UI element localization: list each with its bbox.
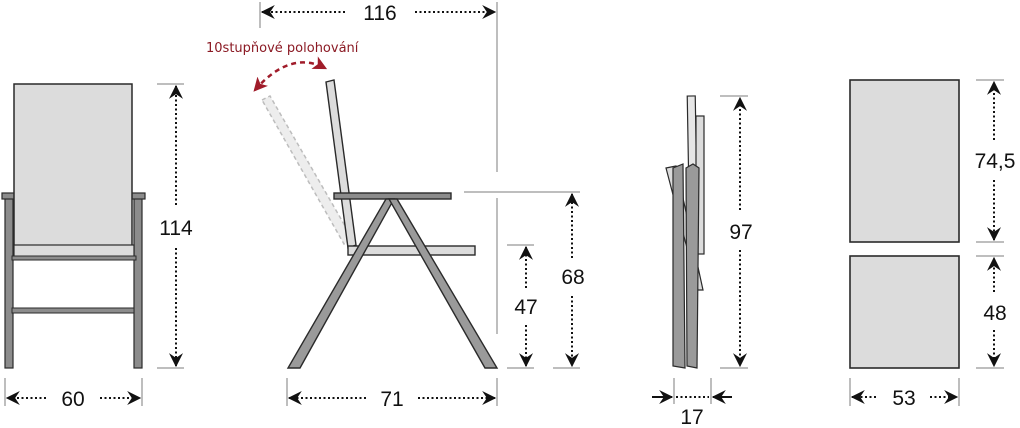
recline-indicator: 10stupňové polohování [206,41,359,92]
folded-view-chair [665,95,705,369]
recline-note: 10stupňové polohování [206,41,359,56]
cushion-width-dimension: 53 [849,378,960,410]
base-depth-label: 71 [380,388,403,411]
seat-height-dimension: 47 [507,244,538,369]
front-height-dimension: 114 [157,83,193,369]
side-depth-label: 116 [363,2,396,25]
back-cushion-height-label: 74,5 [975,150,1016,173]
folded-height-dimension: 97 [720,95,753,369]
front-width-dimension: 60 [4,378,143,411]
front-width-label: 60 [61,388,84,411]
armrest-height-dimension: 68 [464,191,585,369]
back-cushion [849,79,960,243]
cushion-view [849,79,960,369]
side-depth-dimension: 116 [259,2,498,172]
cushion-width-label: 53 [892,387,915,410]
seat-cushion-height-label: 48 [983,302,1006,325]
front-view-chair [1,83,146,369]
front-height-label: 114 [159,217,193,240]
back-cushion-height-dimension: 74,5 [975,79,1016,243]
side-view-chair [260,79,499,369]
seat-cushion-height-dimension: 48 [976,255,1007,369]
seat-cushion [849,255,960,369]
armrest-height-label: 68 [561,266,584,289]
folded-thickness-label: 17 [680,406,703,428]
seat-height-label: 47 [514,296,537,319]
folded-thickness-dimension: 17 [652,378,732,428]
base-depth-dimension: 71 [286,378,498,411]
folded-height-label: 97 [729,221,752,244]
